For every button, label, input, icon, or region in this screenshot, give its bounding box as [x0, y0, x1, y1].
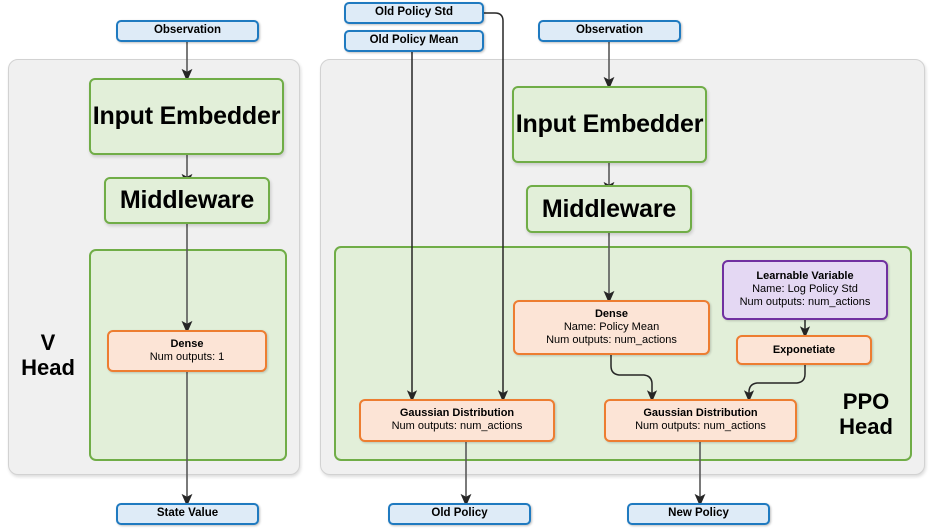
node-label: Old Policy: [431, 507, 488, 520]
v-head-dense-node[interactable]: Dense Num outputs: 1: [107, 330, 267, 372]
ppo-learnable-variable-node[interactable]: Learnable Variable Name: Log Policy Std …: [722, 260, 888, 320]
block-label: Input Embedder: [92, 102, 281, 130]
ppo-observation-node[interactable]: Observation: [538, 20, 681, 42]
v-head-observation-node[interactable]: Observation: [116, 20, 259, 42]
ppo-middleware-block[interactable]: Middleware: [526, 185, 692, 233]
ppo-input-embedder-block[interactable]: Input Embedder: [512, 86, 707, 163]
ppo-head-title: PPO Head: [824, 389, 908, 439]
gaussian-title: Gaussian Distribution: [643, 407, 758, 420]
ppo-gaussian-new-node[interactable]: Gaussian Distribution Num outputs: num_a…: [604, 399, 797, 442]
node-label: Observation: [575, 24, 644, 37]
gaussian-title: Gaussian Distribution: [399, 407, 515, 420]
v-head-title-line2: Head: [21, 354, 75, 380]
node-label: State Value: [156, 507, 219, 520]
ppo-dense-policy-mean-node[interactable]: Dense Name: Policy Mean Num outputs: num…: [513, 300, 710, 355]
ppo-new-policy-output-node[interactable]: New Policy: [627, 503, 770, 525]
exponetiate-title: Exponetiate: [772, 343, 836, 356]
block-label: Middleware: [119, 186, 255, 214]
node-label: Old Policy Std: [375, 6, 453, 19]
ppo-old-policy-output-node[interactable]: Old Policy: [388, 503, 531, 525]
v-head-title: V Head: [16, 330, 80, 380]
dense-outputs: Num outputs: num_actions: [546, 333, 677, 346]
ppo-old-policy-std-node[interactable]: Old Policy Std: [344, 2, 484, 24]
block-label: Middleware: [541, 194, 677, 223]
gaussian-outputs: Num outputs: num_actions: [635, 420, 766, 433]
gaussian-outputs: Num outputs: num_actions: [391, 420, 523, 433]
dense-title: Dense: [594, 307, 629, 320]
node-label: Old Policy Mean: [369, 34, 459, 47]
dense-title: Dense: [170, 337, 204, 350]
variable-outputs: Num outputs: num_actions: [739, 296, 871, 309]
dense-outputs: Num outputs: 1: [149, 350, 225, 363]
v-head-title-line1: V: [40, 330, 56, 355]
v-head-input-embedder-block[interactable]: Input Embedder: [89, 78, 284, 155]
block-label: Input Embedder: [515, 110, 704, 138]
v-head-state-value-node[interactable]: State Value: [116, 503, 259, 525]
variable-name: Name: Log Policy Std: [752, 283, 858, 296]
ppo-exponetiate-node[interactable]: Exponetiate: [736, 335, 872, 365]
ppo-head-title-line2: Head: [839, 413, 893, 439]
ppo-gaussian-old-node[interactable]: Gaussian Distribution Num outputs: num_a…: [359, 399, 555, 442]
ppo-old-policy-mean-node[interactable]: Old Policy Mean: [344, 30, 484, 52]
v-head-middleware-block[interactable]: Middleware: [104, 177, 270, 224]
node-label: New Policy: [668, 507, 729, 520]
ppo-head-title-line1: PPO: [842, 389, 890, 414]
dense-name: Name: Policy Mean: [563, 320, 660, 333]
node-label: Observation: [153, 24, 222, 37]
variable-title: Learnable Variable: [756, 270, 854, 283]
